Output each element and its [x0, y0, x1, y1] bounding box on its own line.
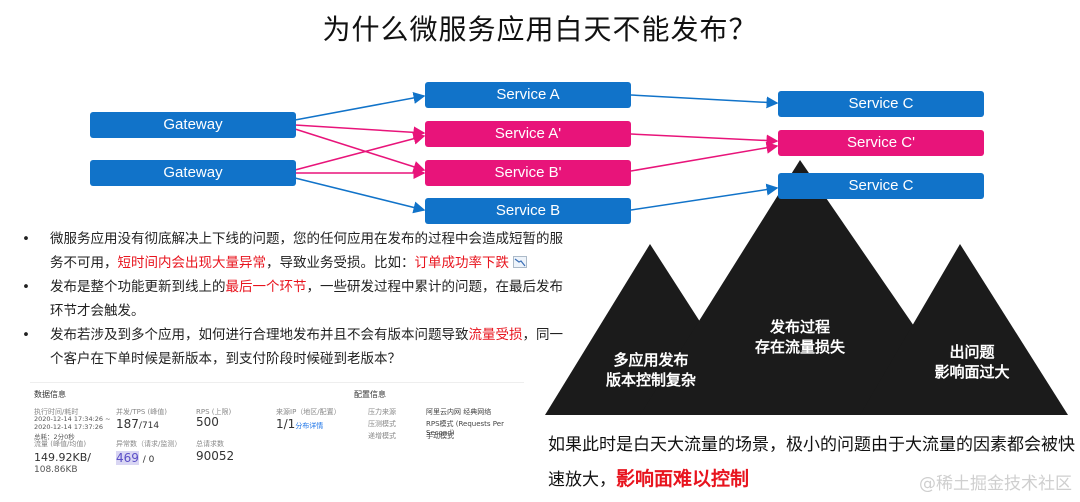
concurrency-value: 187/714 [116, 417, 160, 431]
concurrency-label: 并发/TPS (峰值) [116, 408, 167, 416]
traffic-line2: 108.86KB [34, 465, 78, 475]
stress-test-panel: 数据信息 配置信息 执行时间/耗时 2020-12-14 17:34:26 ~ … [30, 382, 524, 493]
watermark: @稀土掘金技术社区 [919, 474, 1072, 494]
bullet-list: • 微服务应用没有彻底解决上下线的问题，您的任何应用在发布的过程中会造成短暂的服… [22, 228, 572, 372]
arrow-a-c [630, 94, 779, 109]
service-a-prime-box: Service A' [425, 121, 631, 147]
cfg3-value: 手动模式 [426, 432, 454, 440]
region-value: 1/1分布详情 [276, 417, 324, 431]
cfg3-label: 递增模式 [368, 432, 396, 440]
errors-value: 469 / 0 [116, 451, 155, 465]
cfg2-label: 压测模式 [368, 420, 396, 428]
mountain-right [860, 244, 1068, 415]
mountain-center [640, 160, 975, 415]
bullet-item-2: • 发布是整个功能更新到线上的最后一个环节，一些研发过程中累计的问题，在最后发布… [22, 279, 563, 319]
errors-label: 异常数（请求/监测） [116, 440, 182, 448]
service-c-bottom-box: Service C [778, 173, 984, 199]
requests-value: 90052 [196, 449, 235, 463]
arrow-bprime-cprime [630, 141, 779, 172]
panel-header-left: 数据信息 [34, 390, 66, 399]
service-c-prime-box: Service C' [778, 130, 984, 156]
panel-header-right: 配置信息 [354, 390, 386, 399]
service-b-prime-box: Service B' [425, 160, 631, 186]
page-title: 为什么微服务应用白天不能发布？ [322, 13, 758, 46]
arrow-gw2-b [294, 177, 426, 214]
conclusion-text: 如果此时是白天大流量的场景，极小的问题由于大流量的因素都会被快速放大，影响面难以… [548, 435, 1075, 490]
bullet-item-1: • 微服务应用没有彻底解决上下线的问题，您的任何应用在发布的过程中会造成短暂的服… [22, 231, 563, 271]
exec-time-line2: 2020-12-14 17:37:26 [34, 423, 104, 431]
trend-down-icon [513, 255, 527, 268]
arrow-gw1-a [294, 92, 426, 121]
arrow-gw2-aprime [294, 132, 426, 171]
arrow-gw1-bprime [294, 128, 426, 173]
service-c-top-box: Service C [778, 91, 984, 117]
arrow-gw1-aprime [294, 124, 426, 139]
mountain-left-label: 多应用发布版本控制复杂 [605, 351, 696, 389]
region-detail-link[interactable]: 分布详情 [295, 422, 324, 430]
rps-value: 500 [196, 415, 219, 429]
arrow-b-c [630, 183, 779, 211]
exec-time-line1: 2020-12-14 17:34:26 ~ [34, 415, 111, 423]
mountain-right-label: 出问题影响面过大 [934, 343, 1010, 381]
rps-label: RPS (上限) [196, 408, 232, 416]
bullet-item-3: • 发布若涉及到多个应用，如何进行合理地发布并且不会有版本问题导致流量受损，同一… [22, 327, 563, 367]
gateway-box-2: Gateway [90, 160, 296, 186]
exec-time-line3: 总耗：2分0秒 [34, 433, 75, 441]
arrow-aprime-cprime [630, 133, 779, 147]
region-label: 来源IP（地区/配置） [276, 408, 341, 416]
cfg1-label: 压力来源 [368, 408, 396, 416]
service-a-box: Service A [425, 82, 631, 108]
traffic-label: 流量 (峰值/均值) [34, 440, 87, 448]
gateway-box-1: Gateway [90, 112, 296, 138]
service-b-box: Service B [425, 198, 631, 224]
traffic-line1: 149.92KB/ [34, 451, 91, 464]
requests-label: 总请求数 [196, 440, 224, 448]
cfg1-value: 阿里云内网 经典网络 [426, 408, 492, 416]
mountain-center-label: 发布过程存在流量损失 [754, 318, 845, 356]
cfg2-value: RPS模式 (Requests Per Second) [426, 420, 504, 437]
exec-time-label: 执行时间/耗时 [34, 408, 79, 416]
